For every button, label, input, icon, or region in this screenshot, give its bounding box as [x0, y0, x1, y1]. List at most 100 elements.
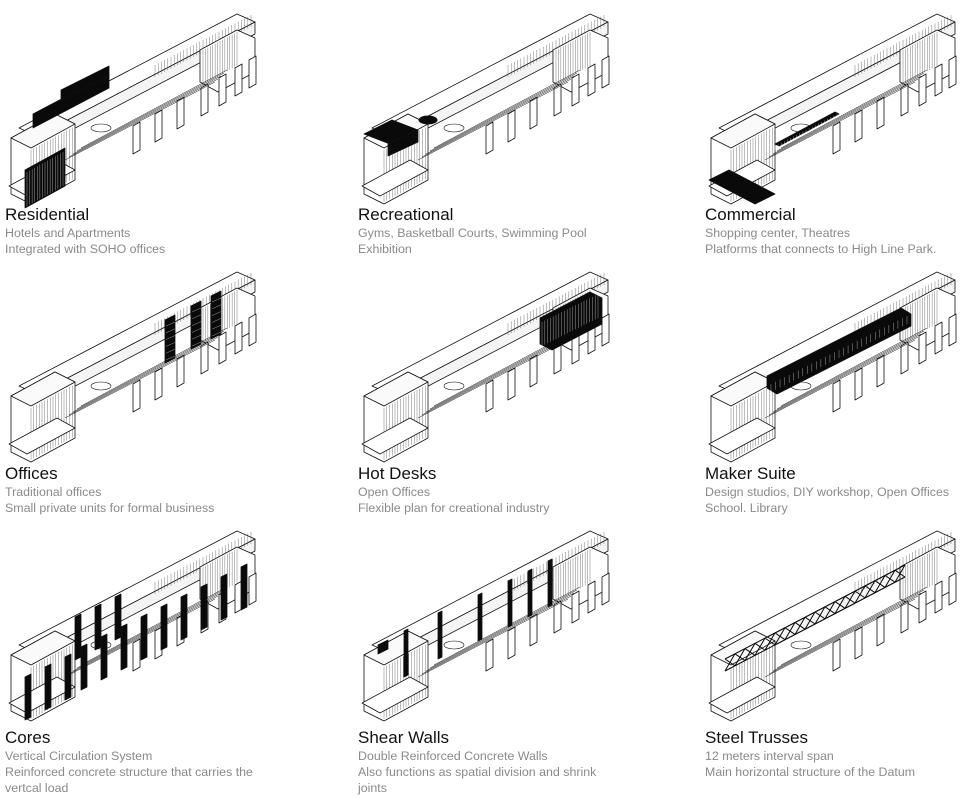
support-leg — [507, 367, 516, 401]
support-leg — [854, 626, 863, 660]
caption: Residential Hotels and Apartments Integr… — [5, 205, 165, 257]
support-leg — [832, 379, 841, 413]
office-grid — [191, 307, 202, 347]
support-leg — [154, 626, 163, 660]
caption: Steel Trusses 12 meters interval span Ma… — [705, 728, 915, 780]
ground-plate — [361, 159, 429, 197]
caption: Maker Suite Design studios, DIY workshop… — [705, 464, 949, 516]
residential-volume — [60, 65, 110, 101]
hotdesk-grid — [541, 294, 599, 346]
core-shaft — [140, 613, 148, 661]
core-shaft — [80, 643, 88, 691]
shear-wall — [477, 592, 483, 642]
panel-title: Steel Trusses — [705, 728, 808, 747]
residential-grid — [26, 152, 64, 206]
ramps — [64, 69, 228, 161]
support-leg — [507, 109, 516, 143]
ground-plate — [708, 676, 776, 714]
tower-hatch — [555, 32, 591, 84]
panel-title: Maker Suite — [705, 464, 796, 483]
caption-line: Double Reinforced Concrete Walls — [358, 749, 548, 763]
caption-line: Hotels and Apartments — [5, 226, 131, 240]
caption-line: Design studios, DIY workshop, Open Offic… — [705, 485, 950, 499]
support-leg — [234, 63, 243, 97]
caption-line: Shopping center, Theatres — [705, 226, 851, 240]
axonometric-hotdesks — [361, 271, 610, 463]
support-leg — [132, 121, 141, 155]
caption: Shear Walls Double Reinforced Concrete W… — [358, 728, 620, 796]
podium-top — [10, 371, 76, 407]
office-grid — [165, 321, 176, 361]
core-shaft — [200, 583, 208, 631]
support-leg — [948, 313, 957, 347]
shear-wall — [437, 610, 443, 660]
support-leg — [854, 367, 863, 401]
pool-ellipse — [790, 640, 812, 650]
support-leg — [176, 354, 185, 388]
support-leg — [248, 572, 257, 606]
support-leg — [218, 73, 227, 107]
axonometric-residential — [8, 13, 257, 209]
pool-ellipse — [90, 381, 112, 391]
caption-line: Integrated with SOHO offices — [5, 242, 166, 256]
caption-line: Gyms, Basketball Courts, Swimming Pool — [358, 226, 587, 240]
core-shaft — [240, 563, 248, 611]
commercial-strip — [774, 111, 840, 147]
support-leg — [587, 63, 596, 97]
support-leg — [918, 590, 927, 624]
shear-wall — [527, 568, 533, 618]
core-shaft — [74, 613, 82, 661]
pool-ellipse — [443, 640, 465, 650]
core-shaft — [160, 603, 168, 651]
support-leg — [948, 55, 957, 89]
support-leg — [248, 55, 257, 89]
caption-line: School. Library — [705, 501, 788, 515]
caption-line: Exhibition — [358, 242, 412, 256]
maker-grid — [770, 316, 908, 392]
support-leg — [218, 331, 227, 365]
caption-line: Flexible plan for creational industry — [358, 501, 550, 515]
caption-line: Also functions as spatial division and s… — [358, 765, 597, 795]
support-leg — [948, 572, 957, 606]
support-leg — [154, 367, 163, 401]
caption: Offices Traditional offices Small privat… — [5, 464, 214, 516]
ramps — [764, 327, 928, 419]
shear-wall — [547, 558, 553, 608]
caption-line: Small private units for formal business — [5, 501, 215, 515]
tower-hatch — [902, 32, 938, 84]
building — [361, 13, 610, 205]
office-grid — [211, 297, 222, 337]
axonometric-maker-suite — [708, 271, 957, 463]
building — [708, 13, 957, 205]
pool-ellipse — [90, 123, 112, 133]
caption: Hot Desks Open Offices Flexible plan for… — [358, 464, 549, 516]
building — [708, 530, 957, 722]
panel-title: Shear Walls — [358, 728, 450, 747]
caption: Commercial Shopping center, Theatres Pla… — [705, 205, 936, 257]
panel-title: Residential — [5, 205, 90, 224]
panel-title: Offices — [5, 464, 58, 483]
caption-line: Traditional offices — [5, 485, 102, 499]
building — [361, 530, 610, 722]
office-tower — [190, 300, 202, 350]
support-leg — [934, 321, 943, 355]
support-leg — [876, 96, 885, 130]
support-leg — [587, 580, 596, 614]
shear-wall — [507, 578, 513, 628]
panel-title: Recreational — [358, 205, 454, 224]
support-leg — [832, 121, 841, 155]
axonometric-shear-walls — [361, 530, 610, 722]
gym-volume — [387, 129, 419, 157]
caption: Recreational Gyms, Basketball Courts, Sw… — [358, 205, 587, 257]
support-leg — [876, 613, 885, 647]
core-shaft — [64, 653, 72, 701]
steel-truss — [724, 564, 906, 672]
support-leg — [854, 109, 863, 143]
support-leg — [154, 109, 163, 143]
core-shaft — [180, 593, 188, 641]
support-leg — [601, 572, 610, 606]
core-shaft — [44, 663, 52, 711]
podium-top — [363, 371, 429, 407]
pool-volume — [418, 115, 438, 125]
ramps — [764, 69, 928, 161]
